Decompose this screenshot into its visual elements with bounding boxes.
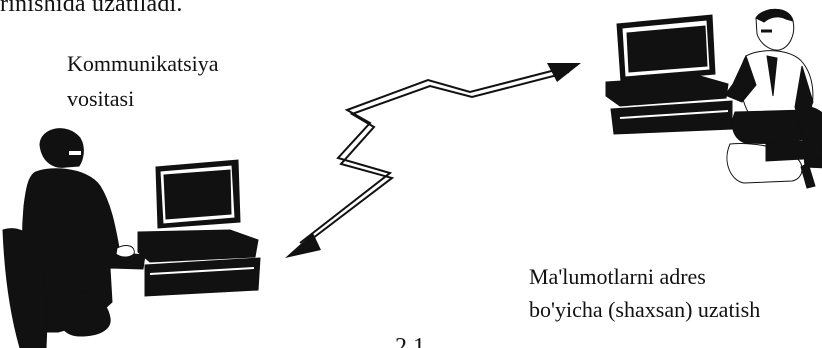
communication-label-line1: Kommunikatsiya bbox=[67, 51, 219, 76]
caption-line1: Ma'lumotlarni adres bbox=[529, 264, 706, 289]
communication-label-line2: vositasi bbox=[67, 86, 135, 111]
top-text-fragment: rinishida uzatiladi. bbox=[0, 0, 183, 17]
zigzag-double-arrow-icon bbox=[285, 63, 581, 258]
left-computer-user-icon bbox=[2, 128, 261, 348]
right-computer-user-icon bbox=[605, 8, 822, 189]
caption-line2: bo'yicha (shaxsan) uzatish bbox=[529, 297, 761, 322]
figure-number-fragment: 2.1 bbox=[395, 334, 425, 348]
